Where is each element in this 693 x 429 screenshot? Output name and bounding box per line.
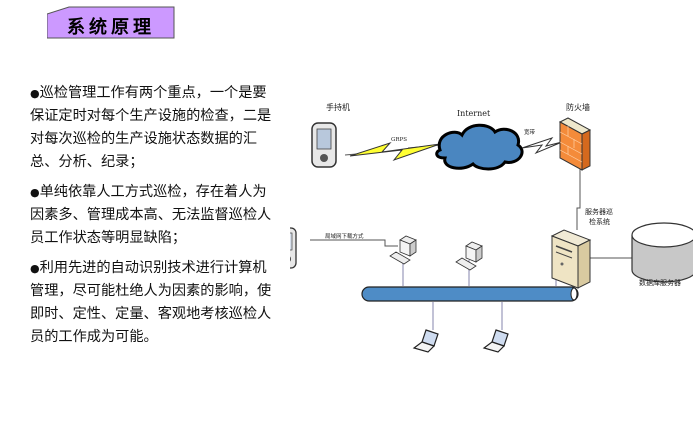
- network-diagram: 手持机 GRPS Internet 宽带 防火墙 服务器巡 检系统 数据库服务器…: [290, 90, 693, 370]
- firewall-label: 防火墙: [566, 103, 590, 112]
- laptop-icon: [482, 329, 509, 353]
- bullet-item: ●单纯依靠人工方式巡检，存在着人为因素多、管理成本高、无法监督巡检人员工作状态等…: [30, 181, 280, 250]
- bullet-marker: ●: [30, 186, 40, 199]
- database-label: 数据库服务器: [639, 279, 681, 287]
- bullet-item: ●巡检管理工作有两个重点，一个是要保证定时对每个生产设施的检查，二是对每次巡检的…: [30, 82, 280, 174]
- bullet-text: 单纯依靠人工方式巡检，存在着人为因素多、管理成本高、无法监督巡检人员工作状态等明…: [30, 184, 272, 246]
- internet-cloud-icon: [435, 123, 524, 171]
- gprs-lightning-icon: [349, 141, 441, 162]
- bullet-text: 巡检管理工作有两个重点，一个是要保证定时对每个生产设施的检查，二是对每次巡检的生…: [30, 85, 272, 170]
- server-label-line2: 检系统: [589, 218, 610, 226]
- firewall-icon: [558, 117, 592, 171]
- bullet-marker: ●: [30, 262, 40, 275]
- server-label-line1: 服务器巡: [585, 208, 613, 216]
- bullet-text: 利用先进的自动识别技术进行计算机管理，尽可能杜绝人为因素的影响，使即时、定性、定…: [30, 260, 272, 345]
- lan-handheld-icon: [290, 227, 297, 269]
- handheld-label: 手持机: [326, 103, 350, 112]
- server-icon: [550, 229, 592, 289]
- bullet-item: ●利用先进的自动识别技术进行计算机管理，尽可能杜绝人为因素的影响，使即时、定性、…: [30, 257, 280, 349]
- desktop-computer-icon: [389, 235, 417, 265]
- bullet-marker: ●: [30, 87, 40, 100]
- database-icon: [631, 222, 693, 283]
- bullet-list: ●巡检管理工作有两个重点，一个是要保证定时对每个生产设施的检查，二是对每次巡检的…: [30, 82, 280, 356]
- page-title: 系统原理: [67, 17, 155, 38]
- desktop-computer-icon: [455, 241, 483, 271]
- gprs-label: GRPS: [391, 137, 408, 143]
- broadband-label: 宽带: [524, 130, 536, 136]
- line-lan-handheld: [310, 239, 398, 247]
- internet-label: Internet: [457, 109, 491, 118]
- broadband-lightning-icon: [521, 137, 563, 155]
- network-bus-pipe: [361, 286, 579, 302]
- title-banner-shape: [47, 6, 175, 39]
- diagram-canvas: [290, 117, 693, 353]
- laptop-icon: [412, 329, 439, 353]
- lan-download-label: 局域网下载方式: [325, 234, 364, 240]
- handheld-device-icon: [311, 122, 337, 168]
- title-banner: 系统原理: [47, 6, 175, 39]
